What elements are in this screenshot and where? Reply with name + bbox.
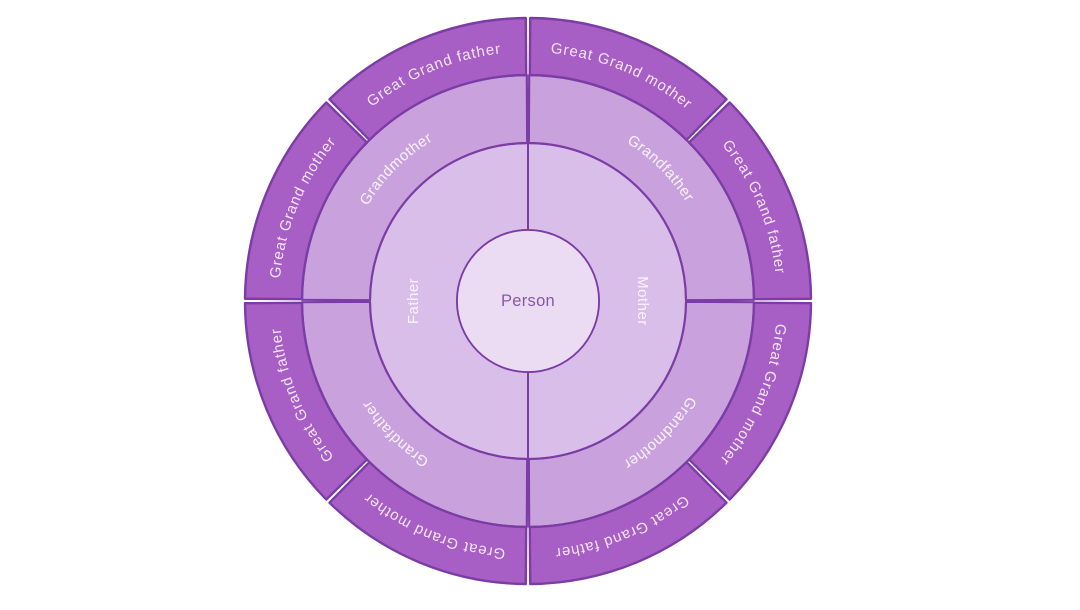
segment-great-grand-father <box>687 101 813 301</box>
segment-great-grand-father <box>328 16 528 142</box>
segment-great-grand-father <box>243 301 369 501</box>
segment-great-grand-mother <box>687 301 813 501</box>
segment-great-grand-father <box>528 460 728 586</box>
center-circle <box>456 229 600 373</box>
segment-great-grand-mother <box>243 101 369 301</box>
segment-great-grand-mother <box>328 460 528 586</box>
segment-great-grand-mother <box>528 16 728 142</box>
